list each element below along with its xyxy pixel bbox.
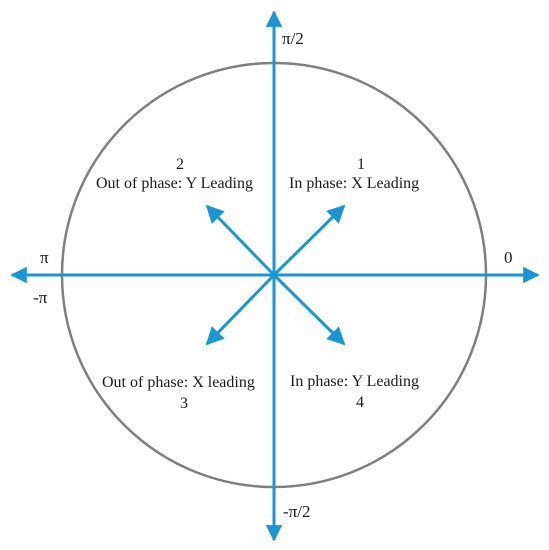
quadrant-2-label: Out of phase: Y Leading [96, 175, 253, 192]
label-left-neg-pi: -π [33, 288, 48, 307]
label-bottom-neg-pi-half: -π/2 [283, 502, 311, 521]
label-top-pi-half: π/2 [282, 29, 304, 48]
arrow-quadrant-3 [205, 273, 276, 346]
arrow-quadrant-4 [272, 273, 346, 346]
label-right-zero: 0 [504, 248, 513, 267]
quadrant-4-number: 4 [356, 394, 364, 411]
quadrant-3-number: 3 [180, 395, 188, 412]
quadrant-1-number: 1 [357, 156, 365, 173]
label-left-pi: π [40, 248, 49, 267]
quadrant-3-label: Out of phase: X leading [102, 374, 255, 391]
arrow-quadrant-2 [205, 204, 276, 277]
quadrant-4-label: In phase: Y Leading [290, 373, 419, 390]
quadrant-2-number: 2 [176, 156, 184, 173]
quadrant-1-label: In phase: X Leading [289, 175, 420, 192]
arrow-quadrant-1 [272, 204, 346, 277]
